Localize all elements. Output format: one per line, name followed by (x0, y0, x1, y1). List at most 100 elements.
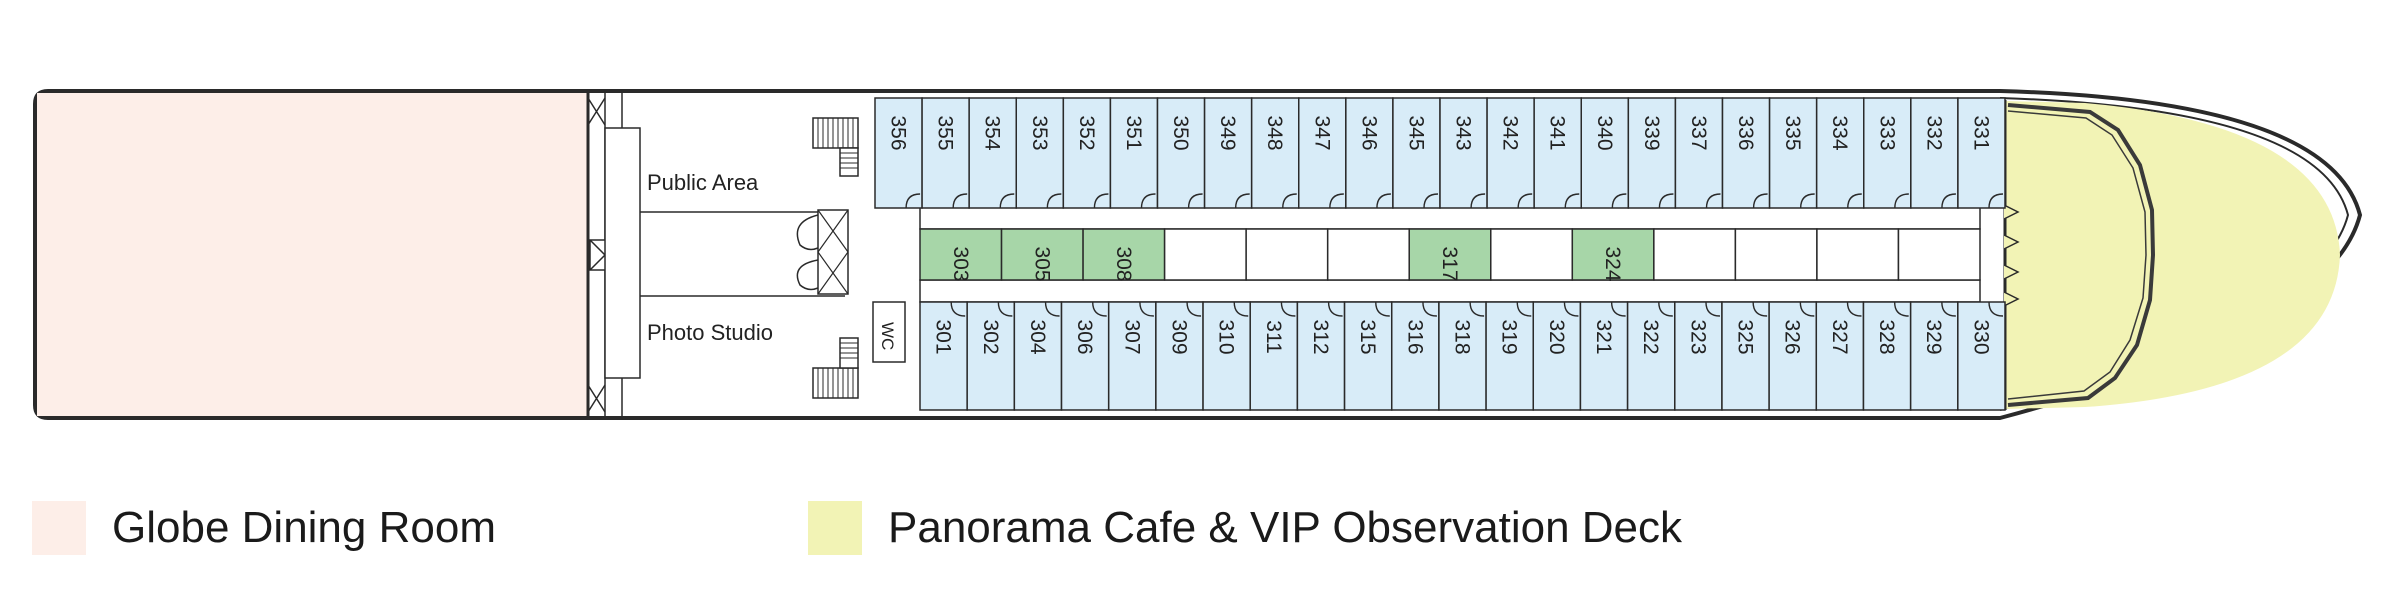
corridor-bottom (919, 279, 1981, 303)
top-cabin-336[interactable]: 336 (1721, 97, 1771, 209)
cabin-door (1046, 193, 1062, 209)
top-cabin-352[interactable]: 352 (1062, 97, 1112, 209)
bottom-cabin-316[interactable]: 316 (1390, 301, 1440, 411)
middle-cabin-blank-5[interactable] (1326, 228, 1410, 281)
middle-cabin-blank-4[interactable] (1245, 228, 1329, 281)
bottom-cabin-330[interactable]: 330 (1957, 301, 2006, 411)
cabin-number: 308 (1112, 246, 1135, 281)
top-cabin-343[interactable]: 343 (1439, 97, 1488, 209)
bottom-cabin-319[interactable]: 319 (1485, 301, 1535, 411)
cabin-number: 347 (1310, 115, 1333, 150)
bottom-cabin-322[interactable]: 322 (1626, 301, 1676, 411)
bottom-cabin-304[interactable]: 304 (1013, 301, 1063, 411)
bottom-cabin-318[interactable]: 318 (1438, 301, 1487, 411)
bottom-cabin-325[interactable]: 325 (1721, 301, 1770, 411)
cabin-box (1897, 228, 1981, 281)
top-cabin-347[interactable]: 347 (1298, 97, 1347, 209)
bottom-cabin-310[interactable]: 310 (1202, 301, 1251, 411)
cabin-number: 332 (1922, 115, 1945, 150)
top-cabin-345[interactable]: 345 (1392, 97, 1441, 209)
top-cabin-348[interactable]: 348 (1250, 97, 1300, 209)
cabin-door (1752, 193, 1768, 209)
cabin-number: 346 (1357, 115, 1380, 150)
cabin-box (1768, 301, 1818, 411)
middle-cabin-blank-11[interactable] (1816, 228, 1900, 281)
middle-cabin-305[interactable]: 305 (1000, 228, 1084, 282)
bottom-cabin-309[interactable]: 309 (1155, 301, 1204, 411)
top-cabin-349[interactable]: 349 (1203, 97, 1253, 209)
middle-cabin-blank-3[interactable] (1163, 228, 1247, 281)
middle-cabin-303[interactable]: 303 (919, 228, 1003, 282)
cabin-door (1988, 193, 2004, 209)
bottom-cabin-323[interactable]: 323 (1674, 301, 1723, 411)
window-cross (587, 384, 606, 413)
cabin-number: 303 (949, 246, 972, 281)
middle-cabin-308[interactable]: 308 (1082, 228, 1166, 282)
top-cabin-350[interactable]: 350 (1156, 97, 1206, 209)
bottom-cabin-329[interactable]: 329 (1909, 301, 1959, 411)
middle-cabin-blank-7[interactable] (1490, 228, 1574, 281)
cabin-number: 304 (1026, 319, 1049, 354)
top-cabin-353[interactable]: 353 (1015, 97, 1065, 209)
middle-cabin-blank-9[interactable] (1653, 228, 1737, 281)
cabin-door (1705, 301, 1720, 317)
top-cabin-351[interactable]: 351 (1109, 97, 1159, 209)
bottom-cabin-312[interactable]: 312 (1296, 301, 1346, 411)
bottom-cabin-302[interactable]: 302 (966, 301, 1016, 411)
bottom-cabin-307[interactable]: 307 (1107, 301, 1157, 411)
bottom-cabin-306[interactable]: 306 (1060, 301, 1110, 411)
bottom-cabin-328[interactable]: 328 (1862, 301, 1912, 411)
bottom-cabin-301[interactable]: 301 (919, 301, 968, 411)
cabin-box (1107, 301, 1157, 411)
top-cabin-355[interactable]: 355 (921, 97, 970, 209)
central-stair-box (817, 209, 849, 295)
cabin-number: 342 (1499, 115, 1522, 150)
top-cabin-340[interactable]: 340 (1580, 97, 1630, 209)
cabin-number: 341 (1546, 115, 1569, 150)
top-cabin-354[interactable]: 354 (968, 97, 1018, 209)
top-cabin-341[interactable]: 341 (1533, 97, 1582, 209)
top-cabin-346[interactable]: 346 (1345, 97, 1394, 209)
cabin-box (1734, 228, 1818, 281)
bottom-cabin-315[interactable]: 315 (1343, 301, 1393, 411)
top-cabin-335[interactable]: 335 (1768, 97, 1818, 209)
cabin-door (1093, 193, 1109, 209)
cabin-box (1532, 301, 1582, 411)
staircase-bottom (812, 337, 859, 399)
cabin-door (1327, 301, 1343, 317)
cabin-door (1139, 301, 1154, 317)
cabin-number: 334 (1828, 115, 1851, 150)
bottom-cabin-321[interactable]: 321 (1579, 301, 1629, 411)
top-cabin-337[interactable]: 337 (1674, 97, 1724, 209)
bottom-cabin-311[interactable]: 311 (1249, 301, 1299, 411)
cabin-door (1988, 301, 2004, 317)
legend-item-dining: Globe Dining Room (32, 500, 496, 556)
staircase-top (812, 117, 859, 177)
cabin-box (1015, 97, 1065, 209)
top-cabin-334[interactable]: 334 (1815, 97, 1865, 209)
middle-cabin-324[interactable]: 324 (1571, 228, 1655, 282)
bottom-cabin-326[interactable]: 326 (1768, 301, 1818, 411)
cabin-number: 322 (1639, 319, 1662, 354)
cabin-door (1470, 193, 1486, 209)
cabin-number: 350 (1169, 115, 1192, 150)
top-cabin-342[interactable]: 342 (1486, 97, 1535, 209)
middle-cabin-blank-10[interactable] (1734, 228, 1818, 281)
cabin-door (1799, 193, 1815, 209)
cabin-door (1234, 193, 1250, 209)
middle-cabin-blank-12[interactable] (1897, 228, 1981, 281)
top-cabin-333[interactable]: 333 (1863, 97, 1912, 209)
central-door-arcs (796, 214, 819, 291)
cabin-box (1580, 97, 1630, 209)
top-cabin-356[interactable]: 356 (874, 97, 923, 209)
top-cabin-339[interactable]: 339 (1627, 97, 1677, 209)
middle-cabin-317[interactable]: 317 (1408, 228, 1492, 282)
top-cabin-331[interactable]: 331 (1957, 97, 2006, 209)
cabin-number: 349 (1216, 115, 1239, 150)
bottom-cabin-320[interactable]: 320 (1532, 301, 1582, 411)
cabin-number: 306 (1073, 319, 1096, 354)
top-cabin-332[interactable]: 332 (1910, 97, 1959, 209)
bottom-cabin-327[interactable]: 327 (1815, 301, 1865, 411)
